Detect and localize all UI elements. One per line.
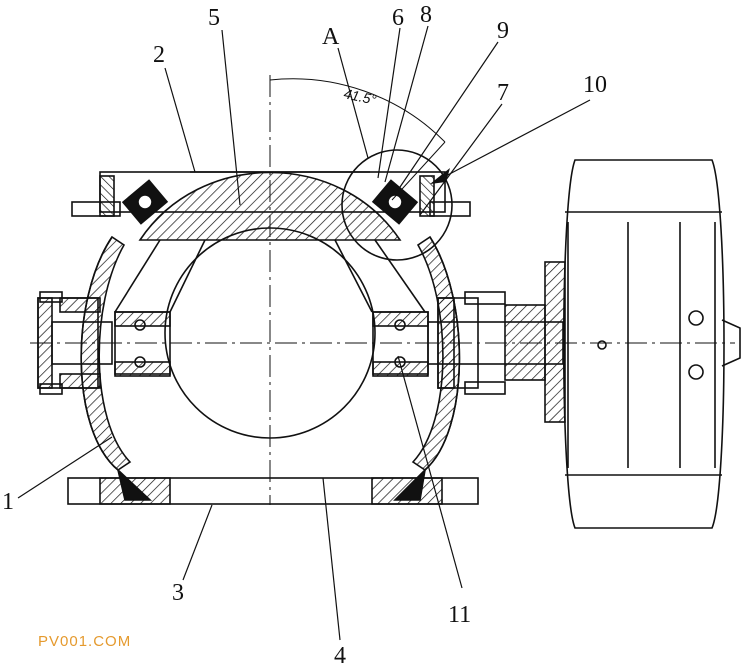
leader-A [337,47,369,159]
label-3: 3 [172,580,184,606]
label-10: 10 [583,72,607,98]
leader-8 [384,25,429,183]
bottom-flange [67,477,479,505]
label-11: 11 [448,602,471,628]
arrow-10 [430,168,450,184]
label-1: 1 [2,489,14,515]
leader-7 [419,103,503,216]
seal-ring-right [371,179,419,225]
top-bolt-right [429,201,471,217]
detail-circle-a [341,149,453,261]
label-5: 5 [208,5,220,31]
leader-11 [397,355,463,589]
label-2: 2 [153,42,165,68]
label-A: A [322,24,340,50]
label-8: 8 [420,2,432,28]
leader-5 [221,29,241,206]
seal-ring-left [121,179,169,225]
leader-9 [397,41,499,191]
leader-6 [377,27,401,179]
angle-arc [269,78,446,143]
leader-1 [17,436,113,499]
label-9: 9 [497,18,509,44]
leader-2 [164,67,196,173]
angle-label: 41.5° [342,85,378,108]
label-4: 4 [334,643,346,669]
top-bolt-left [71,201,121,217]
valve-core [138,171,402,241]
valve-body-wall-left [80,235,132,471]
leader-10 [441,99,591,179]
label-7: 7 [497,80,509,106]
label-6: 6 [392,5,404,31]
leader-4 [322,477,341,641]
pneumatic-actuator [562,159,741,529]
watermark: PV001.COM [38,633,132,650]
leader-3 [182,504,213,581]
